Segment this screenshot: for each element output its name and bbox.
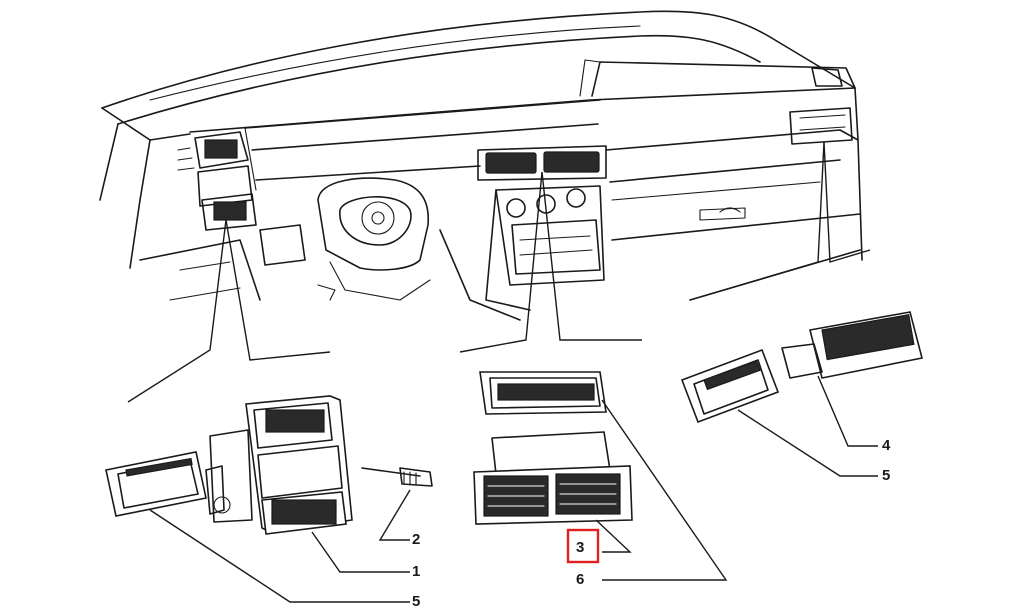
callout-4: 4 — [882, 437, 891, 454]
centre-vent-assembly — [473, 371, 633, 525]
callout-3: 3 — [576, 539, 584, 556]
dashboard-illustration — [99, 10, 863, 321]
callout-6: 6 — [576, 571, 584, 588]
callout-5-right: 5 — [882, 467, 890, 484]
leader-lines — [127, 141, 878, 603]
left-vent-assembly — [105, 395, 433, 535]
callout-1: 1 — [412, 563, 420, 580]
right-vent-assembly — [680, 311, 923, 424]
callout-2: 2 — [412, 531, 420, 548]
callout-labels: 1 2 3 4 5 5 6 — [412, 437, 891, 610]
highlight-box — [566, 528, 600, 564]
callout-5-left: 5 — [412, 593, 420, 610]
